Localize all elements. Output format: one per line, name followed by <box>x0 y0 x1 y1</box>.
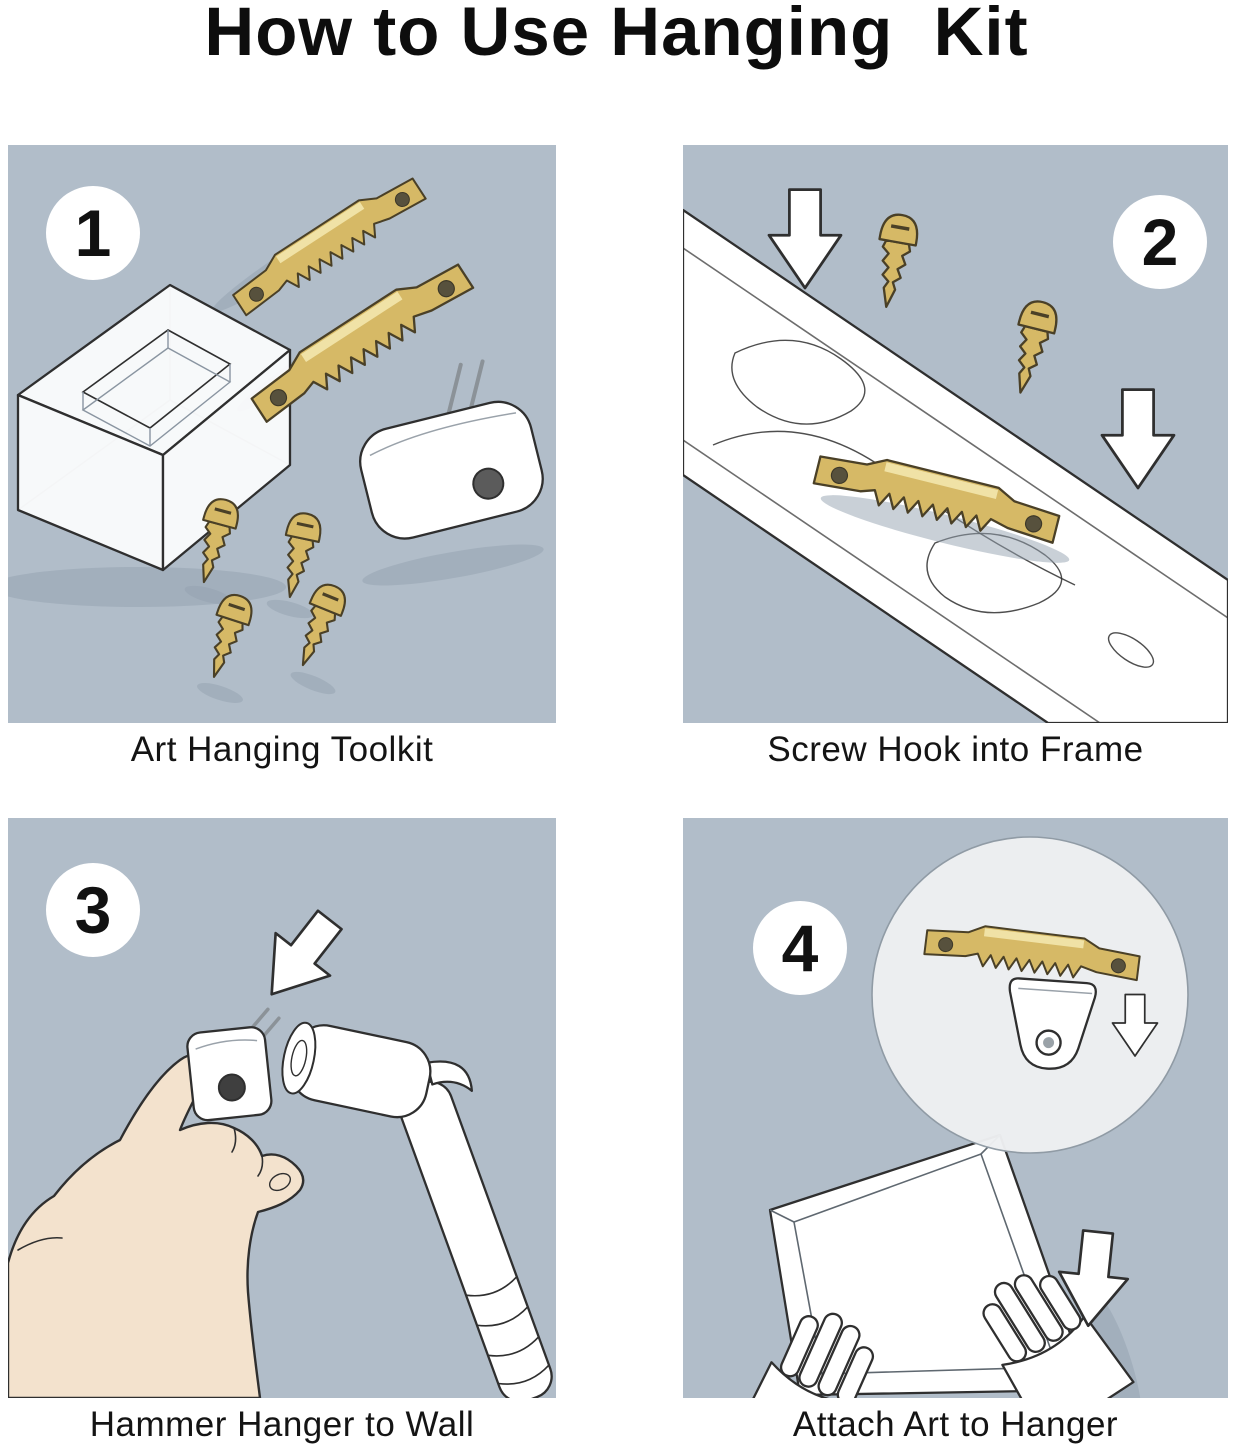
screw-icon <box>866 210 923 312</box>
badge-circle <box>46 863 140 957</box>
badge-circle <box>46 186 140 280</box>
hook-molding-line <box>1018 987 1093 995</box>
hand-icon <box>982 1274 1135 1398</box>
shadow <box>362 544 544 586</box>
wood-grain <box>731 339 866 425</box>
striking-face-ring <box>290 1039 308 1077</box>
handle-shape <box>397 1080 553 1398</box>
hook-hole <box>472 467 505 500</box>
panel-3-illustration: 3 <box>8 863 553 1398</box>
hand-icon <box>731 1312 875 1398</box>
hanger-body <box>186 1026 273 1122</box>
finger <box>982 1303 1028 1363</box>
step-number: 4 <box>782 911 819 985</box>
plastic-hook-icon <box>359 359 544 540</box>
down-arrow-icon <box>243 897 359 1017</box>
claw <box>425 1060 474 1092</box>
shadow <box>290 671 336 695</box>
step-panel-3: 3 <box>8 818 556 1398</box>
hook-hole-center <box>1043 1037 1055 1049</box>
panel-2-illustration: 2 <box>683 188 1228 723</box>
step-panel-1: 1 <box>8 145 556 723</box>
screw-icon <box>1000 296 1063 399</box>
hanger-molding-line <box>195 1039 258 1050</box>
hand-icon <box>8 1053 305 1398</box>
striking-face <box>281 1021 317 1095</box>
step-panel-4: 4 <box>683 818 1228 1398</box>
finger <box>817 1324 861 1397</box>
finger <box>779 1315 819 1378</box>
hook-body <box>1008 977 1097 1070</box>
hammer-handle <box>397 1080 553 1398</box>
wood-knot <box>1107 632 1155 668</box>
hook-body <box>359 400 544 540</box>
hammer-icon <box>281 1021 553 1398</box>
step-number-badge: 1 <box>46 186 140 280</box>
wrist-crease <box>17 1236 63 1251</box>
hammer-head <box>281 1021 474 1119</box>
badge-circle <box>1113 195 1207 289</box>
down-arrow-icon <box>1100 388 1176 490</box>
finger <box>836 1346 875 1398</box>
toolkit-box-icon <box>16 283 292 572</box>
finger <box>1039 1274 1082 1331</box>
hand-silhouette <box>8 1053 305 1398</box>
finger <box>1013 1274 1064 1342</box>
panel-4-illustration: 4 <box>731 836 1189 1398</box>
step-number: 3 <box>75 873 112 947</box>
badge-circle <box>753 901 847 995</box>
frame-board <box>683 208 1228 723</box>
box-tray-depth <box>82 330 231 446</box>
box-tray-bottom <box>81 347 232 447</box>
step-caption-4: Attach Art to Hanger <box>792 1405 1119 1444</box>
plastic-hook-icon <box>1008 977 1097 1070</box>
hook-molding-line <box>369 412 517 457</box>
finger <box>993 1281 1046 1354</box>
shadow <box>197 683 243 703</box>
thumbnail <box>268 1172 292 1192</box>
finger <box>798 1312 843 1388</box>
shadow <box>266 599 314 619</box>
down-arrow-icon <box>767 188 843 290</box>
screw-icon <box>285 578 352 673</box>
wall-hanger-icon <box>186 1007 281 1122</box>
step-number-badge: 2 <box>1113 195 1207 289</box>
step-panel-2: 2 <box>683 145 1228 723</box>
finger-crease <box>231 1127 264 1177</box>
grip-lines <box>465 1276 550 1385</box>
hanger-hole <box>217 1073 246 1102</box>
magnifier-circle <box>871 836 1189 1154</box>
step-caption-1: Art Hanging Toolkit <box>130 730 434 769</box>
page-title: How to Use Hanging Kit <box>204 0 1029 70</box>
panel-1-illustration: 1 <box>8 168 544 703</box>
step-caption-3: Hammer Hanger to Wall <box>89 1405 475 1444</box>
shadow <box>184 585 232 605</box>
frame-bevel-line <box>683 439 1101 723</box>
step-number-badge: 3 <box>46 863 140 957</box>
step-number-badge: 4 <box>753 901 847 995</box>
step-caption-2: Screw Hook into Frame <box>767 730 1144 769</box>
step-number: 1 <box>75 196 112 270</box>
step-number: 2 <box>1142 205 1179 279</box>
shadow <box>820 495 1070 563</box>
frame-bevel-line <box>683 247 1228 619</box>
